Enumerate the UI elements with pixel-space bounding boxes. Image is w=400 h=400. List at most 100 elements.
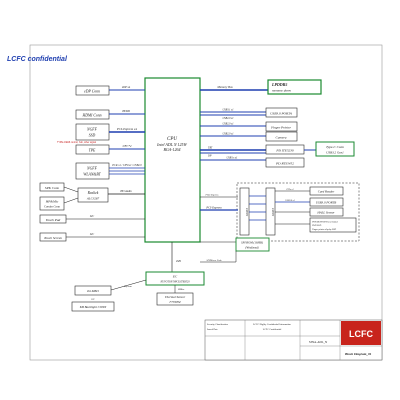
card-reader-box <box>309 186 344 196</box>
cpu-model: Intel ADL N 125W <box>156 142 187 147</box>
keyscan-signal: Keyscan <box>123 286 133 288</box>
keyscan-line <box>110 279 147 291</box>
touchpad-label: Touch Pad <box>46 218 61 222</box>
usb31-a-signal: USB3.1 x1 <box>222 109 234 112</box>
spi-rom-label: SPI ROM (16MB) <box>241 240 263 244</box>
tbt-signal: TBT <box>208 147 213 150</box>
hp-mic-label: HP&Mic <box>45 200 59 204</box>
conn-left-box <box>239 187 250 236</box>
pcie-rp-signal: PCIe Express <box>205 194 219 197</box>
spi-rom-sub: (Windbond) <box>245 246 258 249</box>
hall-label: HALL Sensor <box>316 211 335 215</box>
lpddr5-sub: memory down <box>272 89 291 93</box>
usb2-a-signal: USB2.0 x1 <box>222 117 234 120</box>
pd-ite-label: PD ITE5230 <box>275 148 294 152</box>
camera-box <box>265 131 298 142</box>
io-label-1: PWR BUTTON/Power button <box>311 220 338 223</box>
io-label-2: PWR LED <box>311 225 322 227</box>
ts-signal: I2C <box>89 233 94 236</box>
lcfc-logo-text: LCFC <box>349 329 373 339</box>
hall-box <box>309 207 344 217</box>
realtek-label: Realtek <box>87 191 99 195</box>
espi-signal: eSPI <box>176 260 181 263</box>
ufc-signal: UFC*2 <box>123 144 133 148</box>
cpu-package: BGA-1264 <box>163 147 180 152</box>
pcie-express-signal: PCI-Express <box>205 206 222 210</box>
finger-box <box>265 121 298 132</box>
pd-rts-box <box>265 157 305 168</box>
kb-backlight-box <box>71 301 115 312</box>
realtek-box <box>77 187 109 203</box>
title-center-1: LCFC Highly Confidential Information <box>253 323 292 326</box>
spk-line <box>63 186 79 193</box>
kb-backlight-label: KB Backlight CONN <box>79 305 107 309</box>
tp-signal: I2C <box>89 215 94 218</box>
ngff-wlan-sub: WLAN&BT <box>83 173 101 177</box>
edp-label: eDP Conn <box>84 90 100 94</box>
usb-portb-label: USB3.0 PORTB <box>316 201 337 205</box>
usb-b-signal: USB3.0 x1 <box>285 200 294 202</box>
lcfc-logo <box>341 321 381 345</box>
camera-signal: USB2.0 x1 <box>222 133 234 136</box>
hp-mic-sub: Combo Conn <box>44 205 60 209</box>
issued-label: Issued Date <box>207 329 218 331</box>
spk-label: SPK Conn <box>45 186 60 190</box>
kb-i2c-signal: I2C <box>90 299 95 301</box>
hp-mic-box <box>39 196 65 211</box>
card-signal: PCIe x1 <box>285 189 293 191</box>
dp-signal: DP <box>207 155 212 158</box>
cpu-block: CPU Intel ADL N 125W BGA-1264 <box>144 77 201 243</box>
memory-bus-label: Memory Bus <box>216 85 233 89</box>
title-block: Security Classification Issued Date LCFC… <box>204 319 383 361</box>
intkbd-label: Int.KBD <box>86 289 99 293</box>
typec-box <box>315 141 355 157</box>
finger-signal: USB2.0 x1 <box>222 123 234 126</box>
pd-rts-label: PD RTS5452 <box>275 161 294 165</box>
io-label-3: Finger printer display LED <box>311 228 337 231</box>
card-reader-label: Card Reader <box>318 190 335 194</box>
edp-signal: eDP x4 <box>122 86 131 89</box>
tpe-label: TPE <box>89 149 96 153</box>
ngff-ssd-box <box>75 123 110 141</box>
smbus-signal: SMBus <box>178 289 184 291</box>
thermal-sub: F75303M <box>168 301 181 304</box>
typec-sub: USB3.2 Gen1 <box>326 150 344 154</box>
conn-right-box <box>265 187 276 236</box>
finger-label: Finger Printer <box>270 125 292 129</box>
thermal-box <box>156 292 194 306</box>
lpddr5-box <box>267 79 322 95</box>
lpddr5-label: LPDDR5 <box>271 82 287 87</box>
hda-signal: HD Audio <box>119 190 132 193</box>
typec-label: Type-C Conn <box>326 145 344 149</box>
wlan-signal: PCIe x1 / CNVi x1 / USB2.0 <box>111 164 142 167</box>
confidential-label: LCFC confidential <box>7 56 68 63</box>
usb-link-signal: USB3.x x1 <box>227 157 239 160</box>
sheet-title: Block Diagram_01 <box>344 352 372 356</box>
ec-sub: NUVOTON NPCE/ITE8520 <box>159 280 190 283</box>
title-center-2: LCFC Confidential <box>263 328 282 331</box>
conn-left-label: CONN <box>245 208 249 217</box>
ngff-ssd-label: NGFF <box>86 128 98 132</box>
cpu-label: CPU <box>167 137 177 142</box>
io-board-outline <box>236 182 360 242</box>
realtek-sub: ALC3287 <box>86 197 100 201</box>
security-label: Security Classification <box>207 323 229 326</box>
usb-porta-box <box>265 107 298 118</box>
usb-porta-label: USB3.0 PORTA <box>270 111 293 115</box>
camera-label: Camera <box>276 135 287 139</box>
ngff-wlan-label: NGFF <box>86 167 98 171</box>
spi-rom-box <box>235 237 270 252</box>
hdmi-label: HDMI Conn <box>81 114 101 118</box>
hp-line <box>63 197 79 204</box>
io-box <box>309 217 357 233</box>
red-note: TYPE-C/EMI control, hub, other signal <box>57 141 96 144</box>
model-label: S3NA-ADL_N <box>309 340 328 344</box>
intkbd-box <box>74 285 112 296</box>
pcie-ssd-signal: PCI-Express x4 <box>116 127 137 131</box>
thermal-label: Thermal Sensor <box>165 295 186 299</box>
touchscreen-label: Touch Screen <box>44 236 62 240</box>
usb-portb-box <box>309 197 344 207</box>
ec-label: EC <box>172 275 178 279</box>
